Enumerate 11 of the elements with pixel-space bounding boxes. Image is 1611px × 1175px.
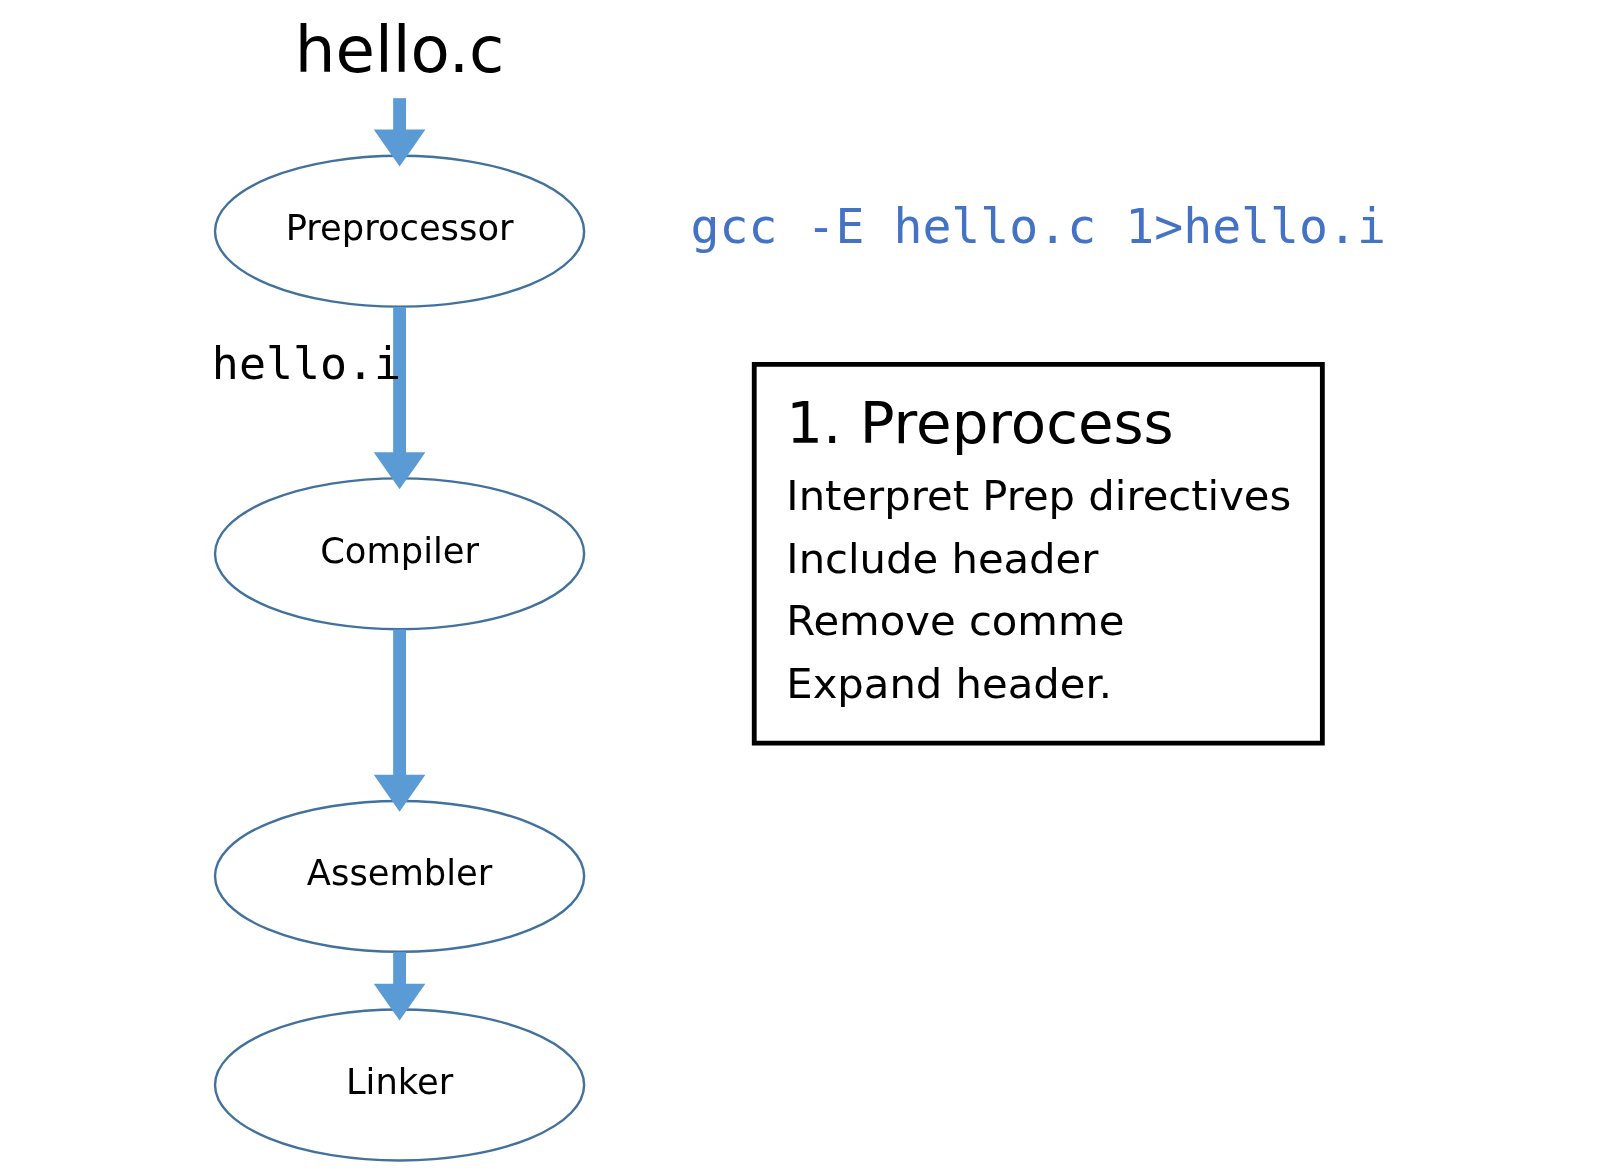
node-ellipse: Assembler — [213, 799, 585, 953]
arrow — [373, 98, 425, 167]
node-text: hello.c — [294, 12, 504, 88]
arrow — [373, 306, 425, 490]
node-ellipse: Linker — [213, 1008, 585, 1162]
node-ellipse: Preprocessor — [213, 154, 585, 308]
label: gcc -E hello.c 1>hello.i — [690, 198, 1386, 255]
node-ellipse: Compiler — [213, 477, 585, 631]
node-box: 1. Preprocess Interpret Prep directives Include header Remove comme Expand header. — [751, 362, 1325, 746]
arrow — [373, 952, 425, 1021]
arrow — [373, 629, 425, 812]
